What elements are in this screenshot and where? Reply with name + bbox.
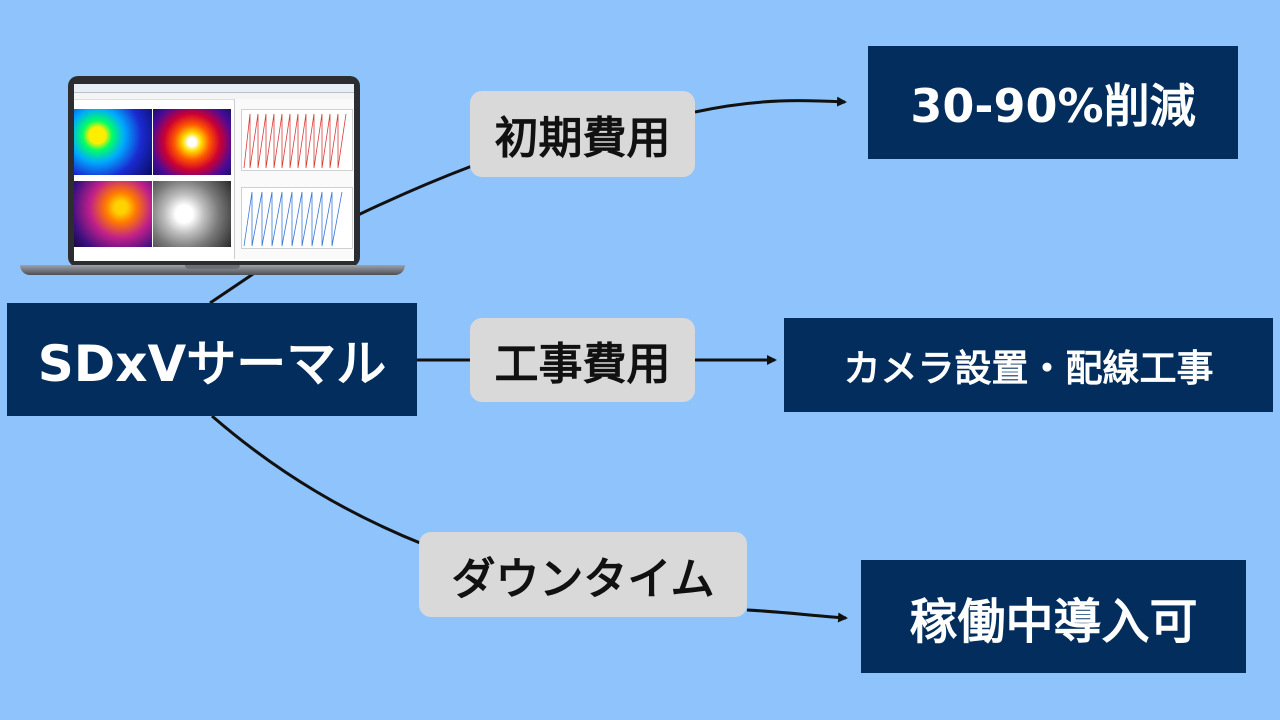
laptop-lid — [68, 76, 360, 267]
laptop-screen — [74, 84, 354, 261]
thermal-image — [153, 109, 231, 175]
trend-chart-red — [243, 113, 347, 169]
result-initial-cost: 30-90%削減 — [868, 46, 1238, 159]
app-title-bar — [74, 84, 354, 93]
connector-initial-cost — [357, 164, 473, 217]
category-installation-cost: 工事費用 — [470, 318, 695, 402]
trend-chart — [241, 187, 353, 249]
root-node: SDxVサーマル — [7, 303, 417, 416]
trend-charts-panel — [234, 99, 354, 259]
connector-downtime — [211, 414, 426, 547]
arrow-downtime — [746, 608, 848, 623]
category-downtime: ダウンタイム — [419, 532, 747, 617]
laptop-base — [20, 265, 405, 275]
trend-chart — [241, 109, 353, 171]
thermal-image — [153, 181, 231, 247]
laptop-icon — [20, 76, 405, 276]
app-toolbar — [74, 93, 354, 100]
thermal-image — [74, 109, 152, 175]
result-installation-cost: カメラ設置・配線工事 — [784, 318, 1273, 412]
trend-chart-blue — [243, 191, 343, 247]
laptop-notch — [185, 265, 240, 269]
category-initial-cost: 初期費用 — [470, 91, 695, 177]
thermal-image-grid — [74, 99, 232, 247]
result-downtime: 稼働中導入可 — [861, 560, 1246, 673]
arrow-initial-cost — [694, 96, 847, 114]
thermal-image — [74, 181, 152, 247]
